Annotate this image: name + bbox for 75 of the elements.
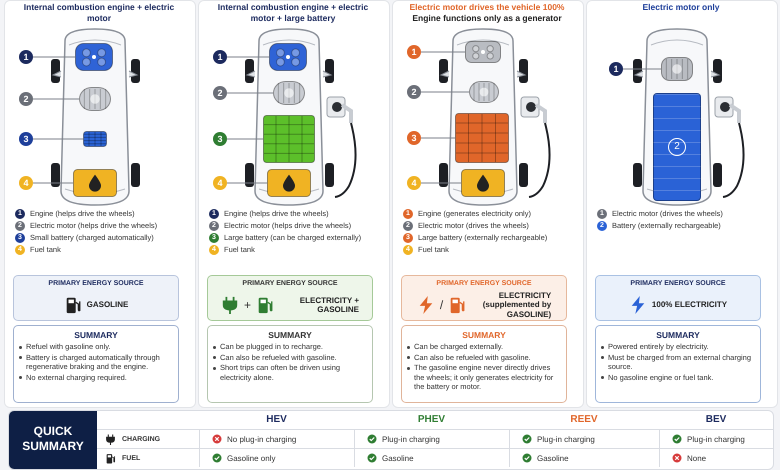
energy-source-text: GASOLINE xyxy=(86,300,128,310)
summary-heading: SUMMARY xyxy=(267,330,313,340)
energy-source-text: ELECTRICITY + GASOLINE xyxy=(298,296,359,314)
leader-line xyxy=(622,68,662,70)
callout-number: 4 xyxy=(407,176,421,190)
fuel-tank-drawing xyxy=(461,169,505,197)
column-header: REEV xyxy=(569,413,599,427)
battery-pack xyxy=(653,93,701,201)
status-text: No plug-in charging xyxy=(227,434,296,444)
callout-number: 1 xyxy=(609,62,623,76)
battery-pack-drawing xyxy=(263,115,315,163)
status-text: Plug-in charging xyxy=(537,434,595,444)
summary-panel xyxy=(595,325,761,403)
status-text: Gasoline xyxy=(537,454,569,462)
callout-number: 1 xyxy=(19,50,33,64)
callout-number: 2 xyxy=(19,92,33,106)
summary-heading: SUMMARY xyxy=(461,330,507,340)
card-title: Engine functions only as a generator xyxy=(411,13,563,24)
table-title: QUICK SUMMARY xyxy=(9,411,97,469)
callout-number: 1 xyxy=(213,50,227,64)
leader-line xyxy=(32,138,84,140)
energy-source-text: ELECTRICITY (supplemented by GASOLINE) xyxy=(482,290,552,320)
summary-heading: SUMMARY xyxy=(73,330,119,340)
vehicle-card xyxy=(586,0,778,408)
vehicle-card xyxy=(4,0,196,408)
leader-line xyxy=(226,92,274,94)
summary-panel xyxy=(13,325,179,403)
card-title: Electric motor drives the vehicle 100% xyxy=(408,2,566,13)
column-header: HEV xyxy=(265,413,288,427)
callout-number: 4 xyxy=(19,176,33,190)
column-header: PHEV xyxy=(416,413,446,427)
callout-number: 3 xyxy=(19,132,33,146)
energy-source-panel xyxy=(595,275,761,321)
card-title: Electric motor only xyxy=(642,2,720,13)
summary-panel xyxy=(207,325,373,403)
vehicle-card xyxy=(392,0,584,408)
status-text: None xyxy=(687,454,706,462)
battery-pack-drawing xyxy=(83,131,107,147)
battery-pack-drawing xyxy=(455,113,509,163)
callout-number: 1 xyxy=(407,45,421,59)
energy-source-text: 100% ELECTRICITY xyxy=(652,300,728,310)
energy-source-panel xyxy=(401,275,567,321)
leader-line xyxy=(32,182,74,184)
callout-number: 2 xyxy=(213,86,227,100)
separator-symbol: + xyxy=(244,298,251,312)
leader-line xyxy=(32,98,80,100)
status-text: Plug-in charging xyxy=(687,434,745,444)
status-text: Plug-in charging xyxy=(382,434,440,444)
summary-heading: SUMMARY xyxy=(655,330,701,340)
energy-source-panel xyxy=(207,275,373,321)
callout-number: 4 xyxy=(213,176,227,190)
callout-number: 3 xyxy=(407,131,421,145)
status-text: Gasoline only xyxy=(227,454,276,462)
callout-number: 2 xyxy=(668,138,686,156)
electric-motor-drawing xyxy=(661,57,693,81)
status-text: Gasoline xyxy=(382,454,414,462)
leader-line xyxy=(226,182,268,184)
callout-number: 3 xyxy=(213,132,227,146)
engine-block-drawing xyxy=(75,43,113,71)
energy-source-panel xyxy=(13,275,179,321)
summary-panel xyxy=(401,325,567,403)
engine-block-drawing xyxy=(269,43,307,71)
fuel-tank-drawing xyxy=(73,169,117,197)
leader-line xyxy=(420,182,462,184)
leader-line xyxy=(226,138,264,140)
engine-block-drawing xyxy=(465,41,501,63)
callout-number: 2 xyxy=(407,85,421,99)
separator-symbol: / xyxy=(440,298,444,312)
card-title: Internal combustion engine + electric motor xyxy=(22,2,176,24)
leader-line xyxy=(226,56,270,58)
vehicle-card xyxy=(198,0,390,408)
leader-line xyxy=(32,56,76,58)
card-title: Internal combustion engine + electric motor + large battery xyxy=(216,2,370,24)
column-header: BEV xyxy=(704,413,728,427)
fuel-tank-drawing xyxy=(267,169,311,197)
